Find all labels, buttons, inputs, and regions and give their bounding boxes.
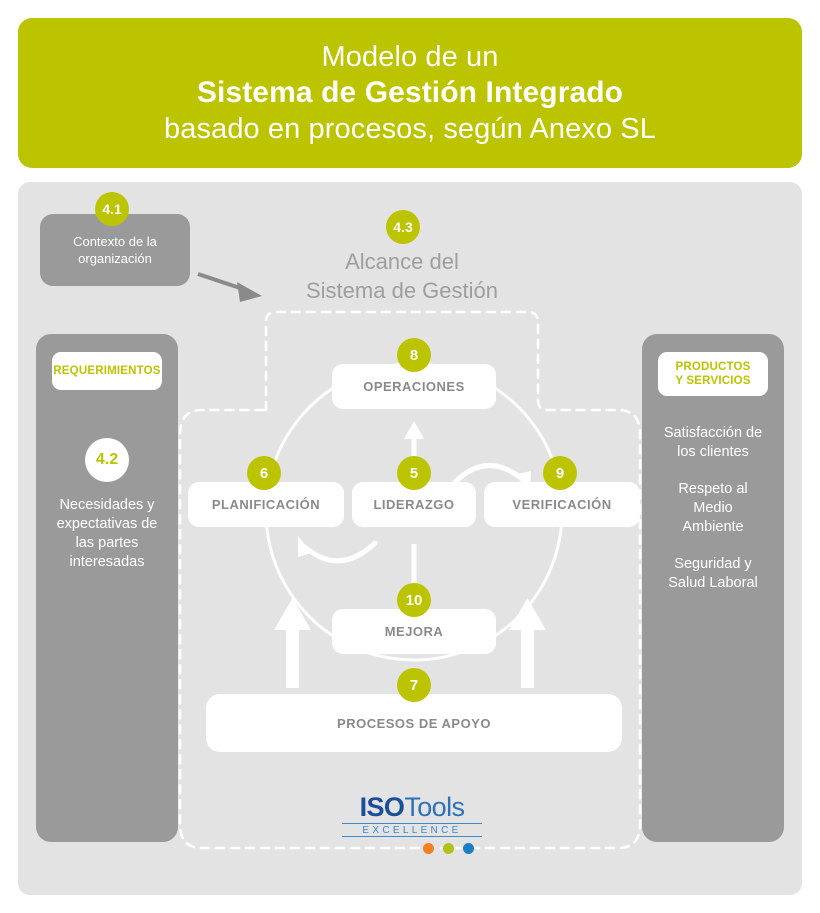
procesos-de-apoyo-label: PROCESOS DE APOYO [337,715,491,731]
products-services-body: Satisfacción de los clientes Respeto al … [642,424,784,593]
badge-8: 8 [397,338,431,372]
context-box-label: Contexto de la organización [73,234,157,266]
arrow-apoyo-up-left [274,598,311,688]
products-services-pill-line-2: Y SERVICIOS [675,375,751,387]
badge-4-1: 4.1 [95,192,129,226]
arrow-liderazgo-to-planificacion [298,536,378,564]
operaciones-label: OPERACIONES [363,379,465,394]
logo-dot-blue [463,843,474,854]
mejora-label: MEJORA [384,624,444,639]
outcome-item-3: Seguridad y Salud Laboral [668,556,758,591]
outcome-item-1: Satisfacción de los clientes [663,425,763,460]
title-banner: Modelo de un Sistema de Gestión Integrad… [18,18,802,168]
planificacion-label: PLANIFICACIÓN [211,497,321,512]
logo-iso-text: ISO [359,792,405,822]
title-line-3: basado en procesos, según Anexo SL [164,113,656,145]
scope-line-2: Sistema de Gestión [306,278,498,303]
logo-excellence-text: EXCELLENCE [342,823,482,837]
badge-9: 9 [543,456,577,490]
products-services-pill-line-1: PRODUCTOS [675,361,751,373]
products-services-pill: PRODUCTOS Y SERVICIOS [658,352,768,396]
requirements-pill: REQUERIMIENTOS [52,352,162,390]
context-box[interactable]: Contexto de la organización [40,214,190,286]
logo-wordmark: ISOTools [342,793,482,822]
badge-4-3: 4.3 [386,210,420,244]
logo-dot-green [443,843,454,854]
badge-5: 5 [397,456,431,490]
logo-dot-orange [423,843,434,854]
liderazgo-label: LIDERAZGO [373,497,455,512]
outcome-item-2: Respeto al Medio Ambiente [678,481,748,535]
logo-dots [342,843,482,854]
process-box-procesos-de-apoyo[interactable]: PROCESOS DE APOYO [206,694,622,752]
diagram-panel: Contexto de la organización 4.1 Alcance … [18,182,802,895]
scope-label-group: Alcance del Sistema de Gestión [242,247,562,305]
badge-4-2: 4.2 [85,438,129,482]
logo-tools-text: Tools [404,792,465,822]
requirements-body: Necesidades y expectativas de las partes… [56,497,158,570]
verificacion-label: VERIFICACIÓN [512,497,612,512]
title-line-1: Modelo de un [321,41,499,73]
requirements-pill-label: REQUERIMIENTOS [53,365,161,377]
process-box-verificacion[interactable]: VERIFICACIÓN [484,482,640,527]
requirements-column: REQUERIMIENTOS 4.2 Necesidades y expecta… [36,334,178,842]
scope-line-1: Alcance del [345,249,459,274]
badge-7: 7 [397,668,431,702]
arrow-apoyo-up-right [509,598,546,688]
products-services-column: PRODUCTOS Y SERVICIOS Satisfacción de lo… [642,334,784,842]
badge-6: 6 [247,456,281,490]
badge-10: 10 [397,583,431,617]
isotools-logo: ISOTools EXCELLENCE [342,793,482,854]
title-line-2: Sistema de Gestión Integrado [196,76,624,109]
